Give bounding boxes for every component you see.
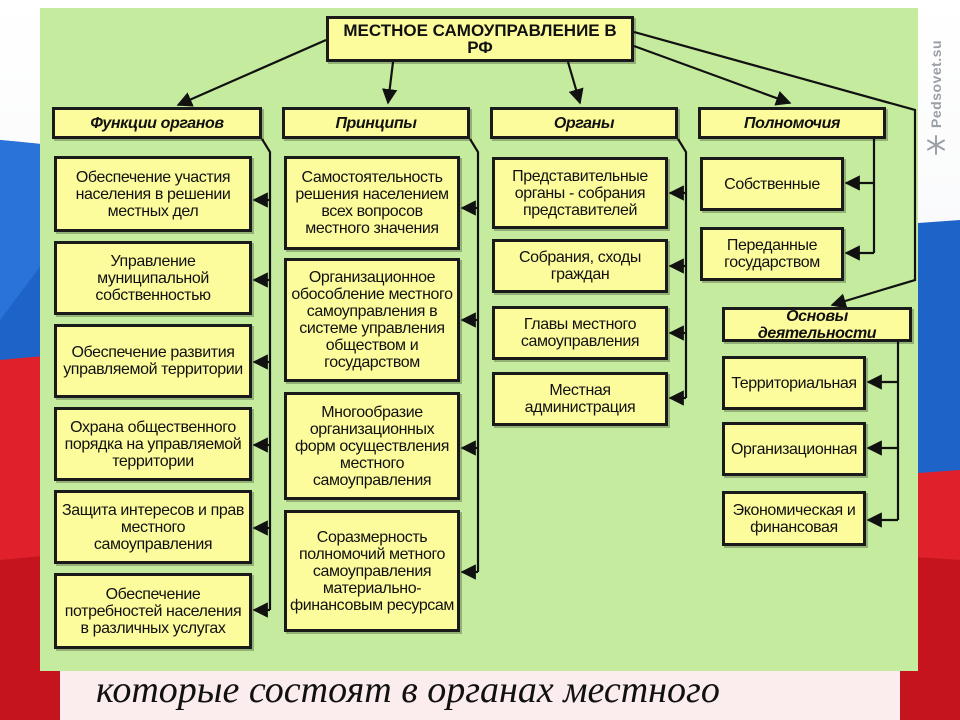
header-basis: Основы деятельности [722, 307, 912, 342]
function-item: Охрана общественного порядка на управляе… [54, 407, 252, 481]
function-item: Обеспечение развития управляемой террито… [54, 324, 252, 398]
function-item: Обеспечение потребностей населения в раз… [54, 573, 252, 649]
header-functions: Функции органов [52, 107, 262, 139]
organ-item: Представительные органы - собрания предс… [492, 157, 668, 229]
function-item: Защита интересов и прав местного самоупр… [54, 490, 252, 564]
principle-item: Самостоятельность решения населением все… [284, 156, 460, 250]
watermark-text: Pedsovet.su [928, 40, 944, 128]
header-powers: Полномочия [698, 107, 886, 139]
power-item: Переданные государством [700, 227, 844, 281]
principle-item: Организационное обособление местного сам… [284, 258, 460, 382]
organ-item: Собрания, сходы граждан [492, 239, 668, 293]
function-item: Управление муниципальной собственностью [54, 241, 252, 315]
watermark: Pedsovet.su [924, 40, 948, 210]
basis-item: Организационная [722, 422, 866, 476]
bottom-slide-text: которые состоят в органах местного [96, 669, 720, 711]
basis-item: Экономическая и финансовая [722, 491, 866, 546]
principle-item: Соразмерность полномочий метного самоупр… [284, 510, 460, 632]
function-item: Обеспечение участия населения в решении … [54, 156, 252, 232]
power-item: Собственные [700, 157, 844, 211]
diagram-title: МЕСТНОЕ САМОУПРАВЛЕНИЕ В РФ [326, 16, 634, 62]
organ-item: Главы местного самоуправления [492, 306, 668, 360]
basis-item: Территориальная [722, 356, 866, 410]
snowflake-icon [927, 134, 945, 155]
header-principles: Принципы [282, 107, 470, 139]
header-organs: Органы [490, 107, 678, 139]
organ-item: Местная администрация [492, 372, 668, 426]
principle-item: Многообразие организационных форм осущес… [284, 392, 460, 500]
